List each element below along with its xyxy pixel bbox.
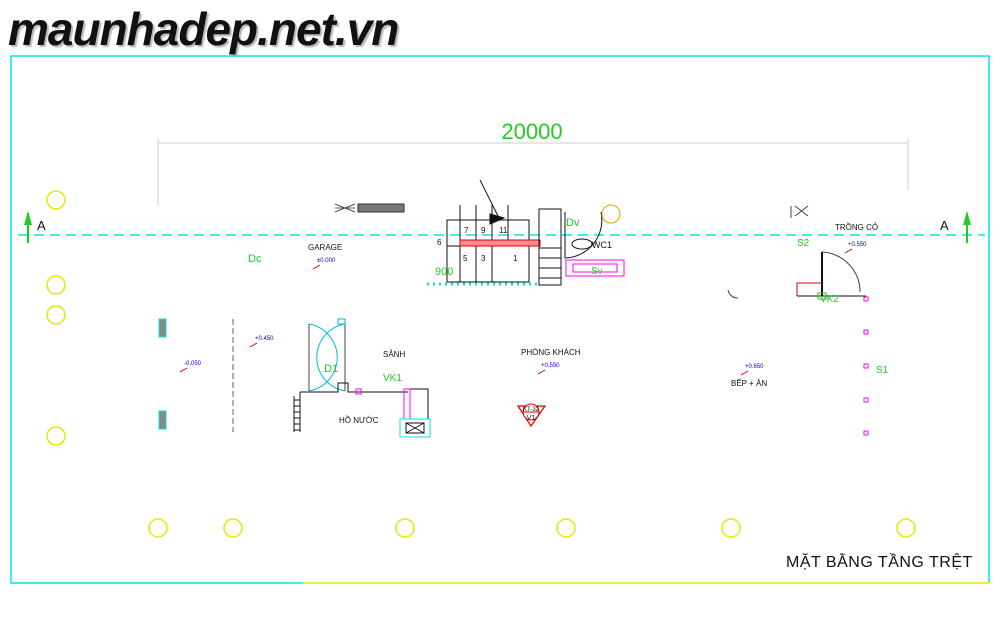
tag-bottom: V1 [527,415,536,422]
door-d1 [308,318,346,392]
level-marker-garage [312,264,321,270]
room-ho-nuoc: HỒ NƯỚC [339,415,379,425]
door-vk2 [796,251,866,300]
column-marker [46,190,66,210]
column-marker [46,305,66,325]
level-trong-co: +0.550 [848,242,867,248]
stair-step-1: 1 [513,254,518,263]
vent-symbol [790,205,809,218]
section-label-left: A [37,218,46,233]
pond-outline [293,382,431,438]
column-marker [896,518,916,538]
side-wall-markers [863,296,869,436]
stair-step-9: 9 [481,226,486,235]
tag-top: KT-32 [523,407,540,413]
stair-step-3: 3 [481,254,486,263]
code-vk2: VK2 [820,294,839,305]
column-marker [395,518,415,538]
stair-step-11: 11 [499,226,508,235]
left-window-top [158,318,167,338]
level-marker-phong-khach [537,369,546,375]
room-sanh: SẢNH [383,350,405,359]
level-sanh: +0.450 [255,336,274,342]
room-garage: GARAGE [308,243,342,252]
code-d1: D1 [324,363,338,375]
level-marker-bep [740,370,749,376]
level-marker-sanh [249,342,258,348]
code-sv: Sv [591,266,603,277]
level-phong-khach: +0.550 [541,363,560,369]
stair-step-6: 6 [437,238,442,247]
room-bep-an: BẾP + ĂN [731,378,767,388]
section-label-right: A [940,218,949,233]
room-phong-khach: PHÒNG KHÁCH [521,348,581,357]
stair-step-7: 7 [464,226,469,235]
detail-tag [516,403,547,428]
room-trong-co: TRỒNG CỎ [835,222,878,232]
code-s1: S1 [876,365,889,376]
code-900: 900 [435,266,453,278]
column-marker [223,518,243,538]
section-mark-left: A [24,211,46,243]
level-left: -0.050 [184,361,202,367]
frame-border [10,55,990,584]
columns [46,190,916,538]
column-marker [46,426,66,446]
code-dc: Dc [248,253,262,265]
code-vk1: VK1 [383,373,402,384]
stair-numbers: 7 9 11 6 5 3 1 [437,226,518,263]
wc-block [538,204,625,286]
column-marker [556,518,576,538]
level-garage: ±0.000 [317,258,336,264]
level-marker-trong-co [844,248,853,254]
dimension-label: 20000 [501,119,562,144]
column-marker [46,275,66,295]
level-marker-left [179,367,188,373]
level-bep: +0.650 [745,364,764,370]
column-marker [721,518,741,538]
room-wc1: WC1 [592,240,612,250]
column-marker [148,518,168,538]
section-mark-right: A [940,211,971,243]
stair-step-5: 5 [463,254,468,263]
car-symbol [334,203,405,213]
kitchen-arc [727,289,739,299]
code-s2: S2 [797,238,810,249]
staircase [446,179,541,283]
sheet-title: MẶT BẰNG TẦNG TRỆT [786,554,973,571]
site-watermark: maunhadep.net.vn [8,3,399,55]
left-window-bottom [158,410,167,430]
code-dv: Dv [566,217,580,229]
